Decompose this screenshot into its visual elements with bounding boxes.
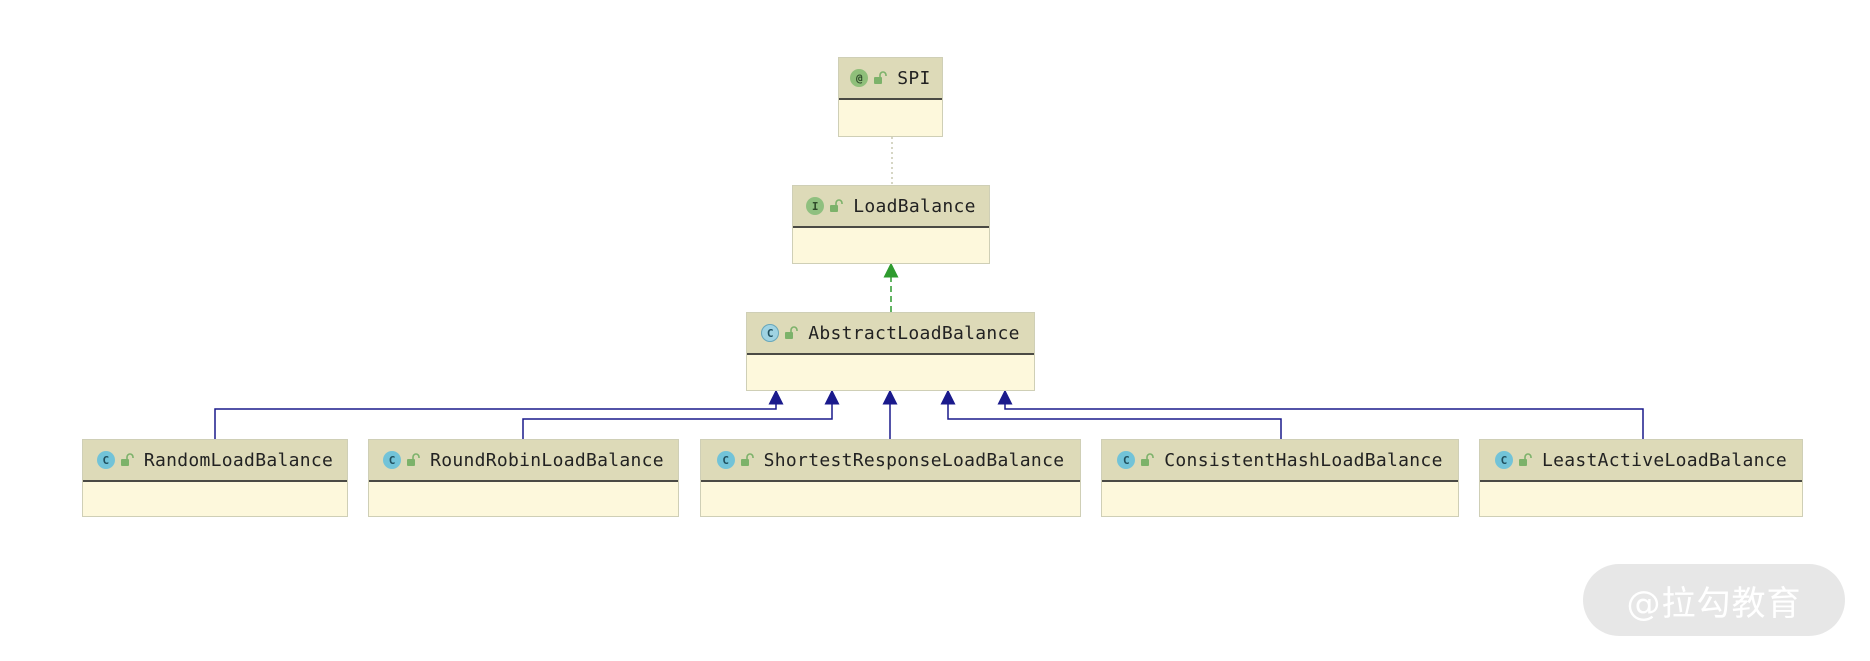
node-abstractloadbalance[interactable]: C AbstractLoadBalance xyxy=(746,312,1035,391)
class-icon: C xyxy=(1117,451,1136,469)
node-title: RandomLoadBalance xyxy=(143,449,334,471)
node-header: I LoadBalance xyxy=(793,186,989,228)
annotation-icon: @ xyxy=(850,69,869,87)
node-shortestresponseloadbalance[interactable]: C ShortestResponseLoadBalance xyxy=(700,439,1081,517)
node-spi[interactable]: @ SPI xyxy=(838,57,943,137)
edge-roundrobin-extends-abstract xyxy=(522,389,840,439)
edge-consistenthash-extends-abstract xyxy=(940,389,1282,439)
edge-random-extends-abstract xyxy=(214,389,784,439)
node-randomloadbalance[interactable]: C RandomLoadBalance xyxy=(82,439,348,517)
watermark-badge: @拉勾教育 xyxy=(1583,564,1845,636)
interface-icon: I xyxy=(806,197,825,215)
public-lock-icon xyxy=(120,453,134,466)
node-title: RoundRobinLoadBalance xyxy=(430,449,664,471)
node-header: C AbstractLoadBalance xyxy=(747,313,1034,355)
node-header: C RoundRobinLoadBalance xyxy=(369,440,678,482)
class-icon: C xyxy=(716,451,735,469)
node-header: C ShortestResponseLoadBalance xyxy=(701,440,1080,482)
node-title: AbstractLoadBalance xyxy=(808,322,1020,344)
node-header: C LeastActiveLoadBalance xyxy=(1480,440,1802,482)
node-header: @ SPI xyxy=(839,58,942,100)
node-title: LeastActiveLoadBalance xyxy=(1541,449,1787,471)
node-header: C RandomLoadBalance xyxy=(83,440,347,482)
watermark-text: @拉勾教育 xyxy=(1626,583,1802,624)
node-title: LoadBalance xyxy=(853,195,976,217)
abstract-class-icon: C xyxy=(761,324,780,342)
edge-leastactive-extends-abstract xyxy=(997,389,1644,439)
public-lock-icon xyxy=(1518,453,1532,466)
node-roundrobinloadbalance[interactable]: C RoundRobinLoadBalance xyxy=(368,439,679,517)
node-header: C ConsistentHashLoadBalance xyxy=(1102,440,1458,482)
class-icon: C xyxy=(96,451,115,469)
public-lock-icon xyxy=(785,326,798,339)
class-icon: C xyxy=(1494,451,1513,469)
class-icon: C xyxy=(383,451,402,469)
public-lock-icon xyxy=(1141,453,1155,466)
node-title: ShortestResponseLoadBalance xyxy=(763,449,1065,471)
node-title: SPI xyxy=(897,67,931,89)
node-title: ConsistentHashLoadBalance xyxy=(1164,449,1443,471)
public-lock-icon xyxy=(740,453,754,466)
node-loadbalance[interactable]: I LoadBalance xyxy=(792,185,990,264)
public-lock-icon xyxy=(407,453,420,466)
node-leastactiveloadbalance[interactable]: C LeastActiveLoadBalance xyxy=(1479,439,1803,517)
public-lock-icon xyxy=(830,199,844,212)
public-lock-icon xyxy=(874,71,888,84)
node-consistenthashloadbalance[interactable]: C ConsistentHashLoadBalance xyxy=(1101,439,1459,517)
